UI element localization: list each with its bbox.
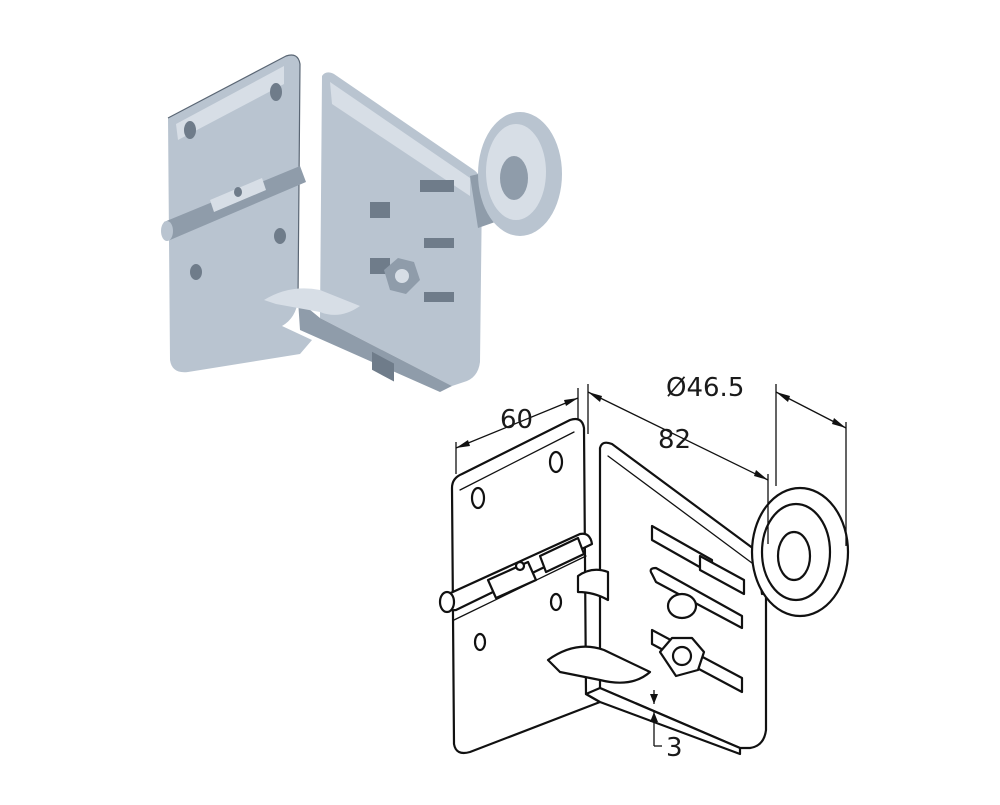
hole-icon	[548, 450, 564, 474]
dimension-60: 60	[455, 388, 579, 474]
dim-depth-label: 82	[658, 425, 691, 455]
dimension-thickness: 3	[650, 690, 683, 763]
line-drawing: 60 82 Ø46.5 3	[438, 373, 850, 763]
hole-icon	[270, 83, 282, 101]
hole-icon	[184, 121, 196, 139]
dim-thickness-label: 3	[666, 733, 683, 763]
hole-icon	[190, 264, 202, 280]
hole-icon	[549, 592, 563, 612]
hole-icon	[470, 486, 486, 510]
dimension-diameter: Ø46.5	[666, 373, 847, 546]
shaded-render	[161, 54, 562, 392]
dimension-82: 82	[587, 384, 769, 544]
shaded-hinge-plate	[168, 55, 312, 373]
shaded-flange-plate	[320, 72, 482, 387]
hole-icon	[473, 632, 487, 652]
dim-width-label: 60	[500, 405, 533, 435]
dim-diameter-label: Ø46.5	[666, 373, 744, 403]
hole-icon	[274, 228, 286, 244]
